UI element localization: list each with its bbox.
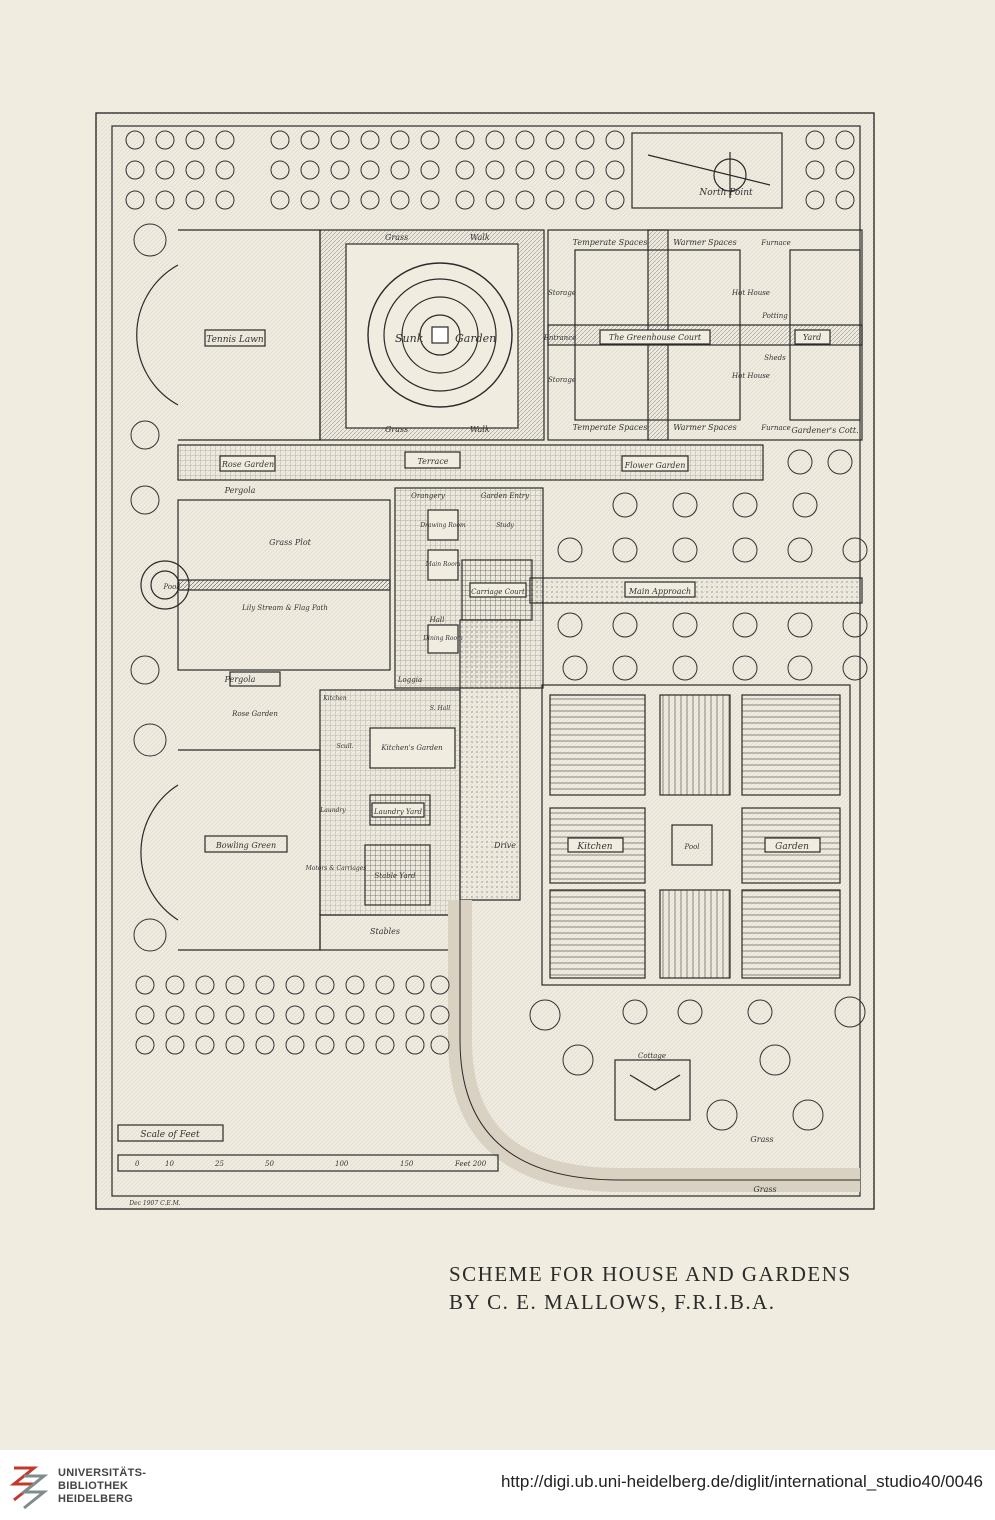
trees-flower-garden: [557, 449, 868, 681]
north-point-box: [631, 132, 783, 209]
label-pergola-top: Pergola: [224, 486, 256, 495]
scale-title-box: [117, 1124, 224, 1142]
label-grass-bottom: Grass: [385, 425, 408, 434]
label-walk-bottom: Walk: [470, 425, 490, 434]
logo-text-line-2: BIBLIOTHEK: [58, 1480, 129, 1492]
orchard-trees: [125, 130, 868, 1131]
label-kitchen: Kitchen: [576, 842, 612, 852]
label-coach-houses: Motors & Carriages: [305, 865, 367, 872]
label-hall: Hall: [429, 616, 445, 624]
logo-text-line-1: UNIVERSITÄTS-: [58, 1467, 147, 1479]
scanned-page: North Point Grass Walk Grass Walk Sunk G…: [95, 112, 875, 1314]
scale-title: Scale of Feet: [140, 1130, 200, 1140]
trees-top-mid: [270, 130, 440, 210]
label-pool: Pool: [162, 583, 178, 591]
label-main-room: Main Room: [425, 561, 461, 568]
label-orangery: Orangery: [411, 492, 446, 500]
label-grass-a: Grass: [750, 1135, 773, 1144]
main-approach: [529, 577, 863, 604]
label-storage-a: Storage: [548, 289, 576, 297]
scale-tick-4: 100: [335, 1160, 349, 1168]
kitchen-garden: [541, 684, 851, 986]
label-drawing-room: Drawing Room: [419, 522, 466, 529]
trees-bottom-left: [135, 975, 450, 1055]
label-pergola-bottom: Pergola: [224, 675, 256, 684]
label-sunk: Sunk: [395, 332, 424, 345]
label-hot-house-a: Hot House: [731, 289, 770, 297]
label-garden-entry: Garden Entry: [481, 492, 530, 500]
cottage: [614, 1059, 691, 1121]
scale-tick-2: 25: [214, 1160, 224, 1168]
label-yard: Yard: [803, 333, 821, 342]
label-temperate-top: Temperate Spaces: [573, 238, 648, 247]
label-dining-room: Dining Room: [422, 635, 463, 642]
scale-feet-label: Feet 200: [454, 1160, 487, 1168]
label-grass-plot: Grass Plot: [269, 538, 311, 547]
label-carriage-court: Carriage Court: [471, 588, 525, 596]
label-kitchen-garden-pool: Pool: [683, 843, 699, 851]
label-ser-hall: S. Hall: [430, 705, 450, 712]
label-flower-garden: Flower Garden: [624, 461, 686, 470]
label-rose-garden-bottom: Rose Garden: [231, 710, 278, 718]
label-entrance: Entrance: [543, 334, 577, 342]
scale-tick-1: 10: [165, 1160, 174, 1168]
university-library-logo: [10, 1466, 49, 1510]
label-terrace: Terrace: [417, 457, 448, 466]
scale-bar: [117, 1154, 499, 1172]
scale-tick-3: 50: [265, 1160, 274, 1168]
scale-ticks: 0 10 25 50 100 150 Feet 200: [135, 1160, 487, 1168]
label-cottage: Cottage: [638, 1052, 666, 1060]
label-loggia: Loggia: [397, 676, 422, 684]
label-temperate-bottom: Temperate Spaces: [573, 423, 648, 432]
caption-line-2: BY C. E. MALLOWS, F.R.I.B.A.: [449, 1290, 776, 1314]
label-furnace-top: Furnace: [760, 239, 790, 247]
label-lily-stream: Lily Stream & Flag Path: [241, 604, 328, 612]
trees-top-right: [455, 130, 855, 210]
logo-text-line-3: HEIDELBERG: [58, 1493, 134, 1505]
label-stables: Stables: [370, 927, 400, 936]
label-laundry-yard: Laundry Yard: [373, 808, 422, 816]
caption-line-1: SCHEME FOR HOUSE AND GARDENS: [449, 1262, 852, 1286]
bowling-green: [178, 749, 321, 951]
label-sheds: Sheds: [764, 354, 786, 362]
label-garden: Garden: [775, 842, 809, 852]
label-walk-top: Walk: [470, 233, 490, 242]
drawing-signature: Dec 1907 C.E.M.: [128, 1200, 181, 1207]
label-greenhouse-court: The Greenhouse Court: [609, 333, 702, 342]
label-drive: Drive: [493, 841, 516, 850]
north-point-label: North Point: [698, 188, 753, 198]
permalink-url[interactable]: http://digi.ub.uni-heidelberg.de/diglit/…: [500, 1472, 983, 1491]
tennis-lawn: [178, 229, 321, 441]
label-storage-b: Storage: [548, 376, 576, 384]
label-study: Study: [496, 522, 514, 529]
trees-south: [529, 996, 866, 1131]
label-rose-garden-top: Rose Garden: [221, 460, 274, 469]
label-laundry: Laundry: [319, 807, 346, 814]
label-stable-yard: Stable Yard: [375, 872, 416, 880]
label-warmer-bottom: Warmer Spaces: [673, 423, 737, 432]
scale-tick-0: 0: [135, 1160, 140, 1168]
library-footer: UNIVERSITÄTS- BIBLIOTHEK HEIDELBERG http…: [0, 1450, 995, 1520]
label-furnace-bottom: Furnace: [760, 424, 790, 432]
trees-west-edge: [130, 223, 167, 952]
label-kitchens-garden: Kitchen's Garden: [380, 744, 443, 752]
label-bowling-green: Bowling Green: [215, 841, 276, 850]
label-warmer-top: Warmer Spaces: [673, 238, 737, 247]
label-main-approach: Main Approach: [628, 587, 691, 596]
label-hot-house-b: Hot House: [731, 372, 770, 380]
label-grass-top: Grass: [385, 233, 408, 242]
label-tennis-lawn: Tennis Lawn: [206, 335, 264, 345]
label-garden: Garden: [455, 332, 496, 345]
label-gardeners-cottage: Gardener's Cott.: [791, 426, 858, 435]
label-potting: Potting: [761, 312, 788, 320]
trees-top-left: [125, 130, 235, 210]
drive: [459, 619, 521, 901]
label-grass-b: Grass: [753, 1185, 776, 1194]
label-scullery: Scull.: [336, 743, 353, 750]
label-kitchen-wing: Kitchen: [322, 695, 347, 702]
scale-tick-5: 150: [400, 1160, 414, 1168]
garden-plan-drawing: North Point Grass Walk Grass Walk Sunk G…: [95, 112, 875, 1210]
